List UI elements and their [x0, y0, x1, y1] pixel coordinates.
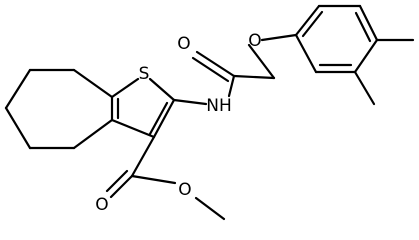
- bond-ester-c-carbonyl-o-double: [105, 169, 129, 193]
- bond-ester-c-carbonyl-o: [109, 174, 134, 199]
- cyclohexene-ring: [4, 68, 114, 150]
- atom-labels: S NH O O O O: [95, 31, 261, 215]
- label-ester-carbonyl-oxygen: O: [95, 195, 108, 215]
- methyl-ester-group: [105, 135, 226, 221]
- label-ether-oxygen: O: [248, 31, 261, 51]
- label-ester-oxygen: O: [178, 180, 191, 200]
- bond-ar-4: [353, 38, 379, 74]
- bond-carbonyl-co: [195, 50, 236, 78]
- label-sulfur: S: [139, 64, 150, 84]
- bond-ester-c-o: [130, 174, 177, 185]
- bond-ar-3-inner: [354, 11, 372, 43]
- bond-carbonyl-co-double: [191, 56, 230, 83]
- bond-ether-o-aryl: [260, 33, 298, 42]
- dimethylphenyl-ring: [294, 4, 415, 106]
- bond-ar-1-inner: [301, 10, 324, 38]
- bond-ring-f: [72, 118, 114, 150]
- bond-ring-c: [4, 68, 32, 110]
- bond-o-methyl: [194, 196, 226, 221]
- bond-ch2-ether-o: [247, 43, 276, 80]
- bond-ar-1: [294, 4, 321, 37]
- bond-c7a-s: [110, 77, 140, 99]
- bond-ar-6: [294, 33, 318, 74]
- amide-side-chain: [172, 33, 298, 106]
- label-amide-oxygen: O: [177, 34, 190, 54]
- bond-c2-c3: [152, 98, 176, 139]
- bond-n-carbonyl: [227, 74, 236, 98]
- bond-carbonyl-ch2: [232, 74, 276, 80]
- bond-c2-c3-double: [148, 101, 169, 136]
- label-amide-nh: NH: [206, 96, 232, 116]
- bond-c2-n: [172, 98, 208, 106]
- bond-s-c2: [148, 77, 176, 102]
- thiophene-ring: [110, 77, 176, 139]
- bond-ring-a: [72, 68, 114, 99]
- bond-ar-3: [358, 4, 379, 42]
- bond-methyl-3: [353, 70, 376, 106]
- bond-c3-c3a: [110, 118, 156, 139]
- bond-c3-ester-c: [130, 135, 156, 178]
- bond-ring-d: [4, 106, 32, 150]
- chemical-structure-diagram: S NH O O O O: [4, 4, 415, 221]
